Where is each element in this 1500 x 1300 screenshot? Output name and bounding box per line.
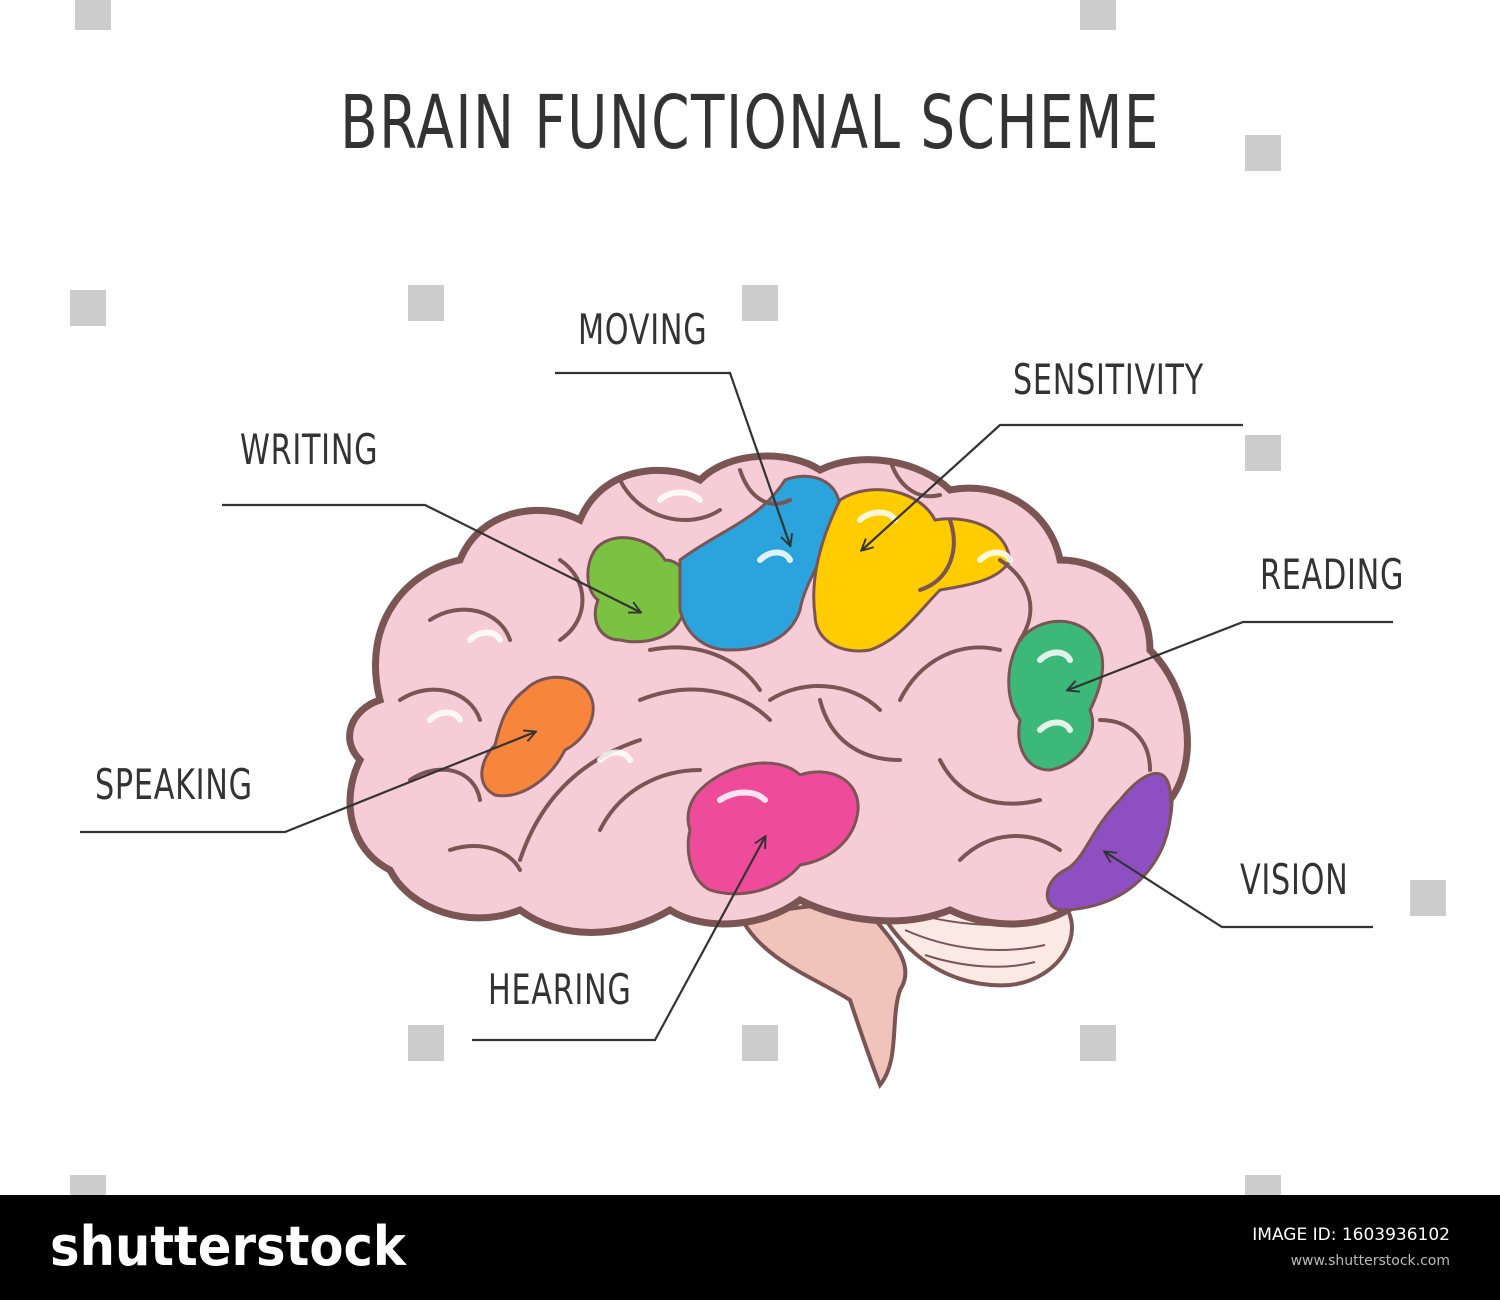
footer-url: www.shutterstock.com: [1290, 1253, 1450, 1269]
footer-logo: shutterstock: [50, 1215, 406, 1278]
region-reading: [1007, 619, 1105, 772]
brain-highlights: [427, 489, 1073, 803]
leader-reading: [1068, 620, 1393, 690]
watermark-stamps: [70, 0, 1446, 1195]
region-vision: [1045, 771, 1173, 912]
label-writing: WRITING: [240, 425, 379, 474]
leader-hearing: [472, 837, 765, 1042]
label-speaking: SPEAKING: [95, 760, 253, 809]
brain-stem: [737, 897, 908, 1089]
page-title: BRAIN FUNCTIONAL SCHEME: [340, 80, 1160, 166]
label-moving: MOVING: [578, 305, 708, 354]
leader-sensitivity: [862, 423, 1243, 550]
leader-writing: [222, 503, 640, 612]
region-writing: [586, 536, 690, 644]
region-sensitivity: [812, 488, 1012, 653]
leader-moving: [555, 371, 790, 545]
footer-bar: shutterstock IMAGE ID: 1603936102 www.sh…: [0, 1195, 1500, 1300]
leader-speaking: [80, 732, 535, 834]
label-hearing: HEARING: [488, 965, 632, 1014]
leader-vision: [1105, 852, 1373, 929]
label-sensitivity: SENSITIVITY: [1013, 355, 1204, 404]
footer-image-id: IMAGE ID: 1603936102: [1252, 1225, 1450, 1245]
callout-lines: [80, 371, 1393, 1042]
label-reading: READING: [1260, 550, 1405, 599]
label-vision: VISION: [1240, 855, 1349, 904]
brain-folds: [398, 458, 1152, 872]
